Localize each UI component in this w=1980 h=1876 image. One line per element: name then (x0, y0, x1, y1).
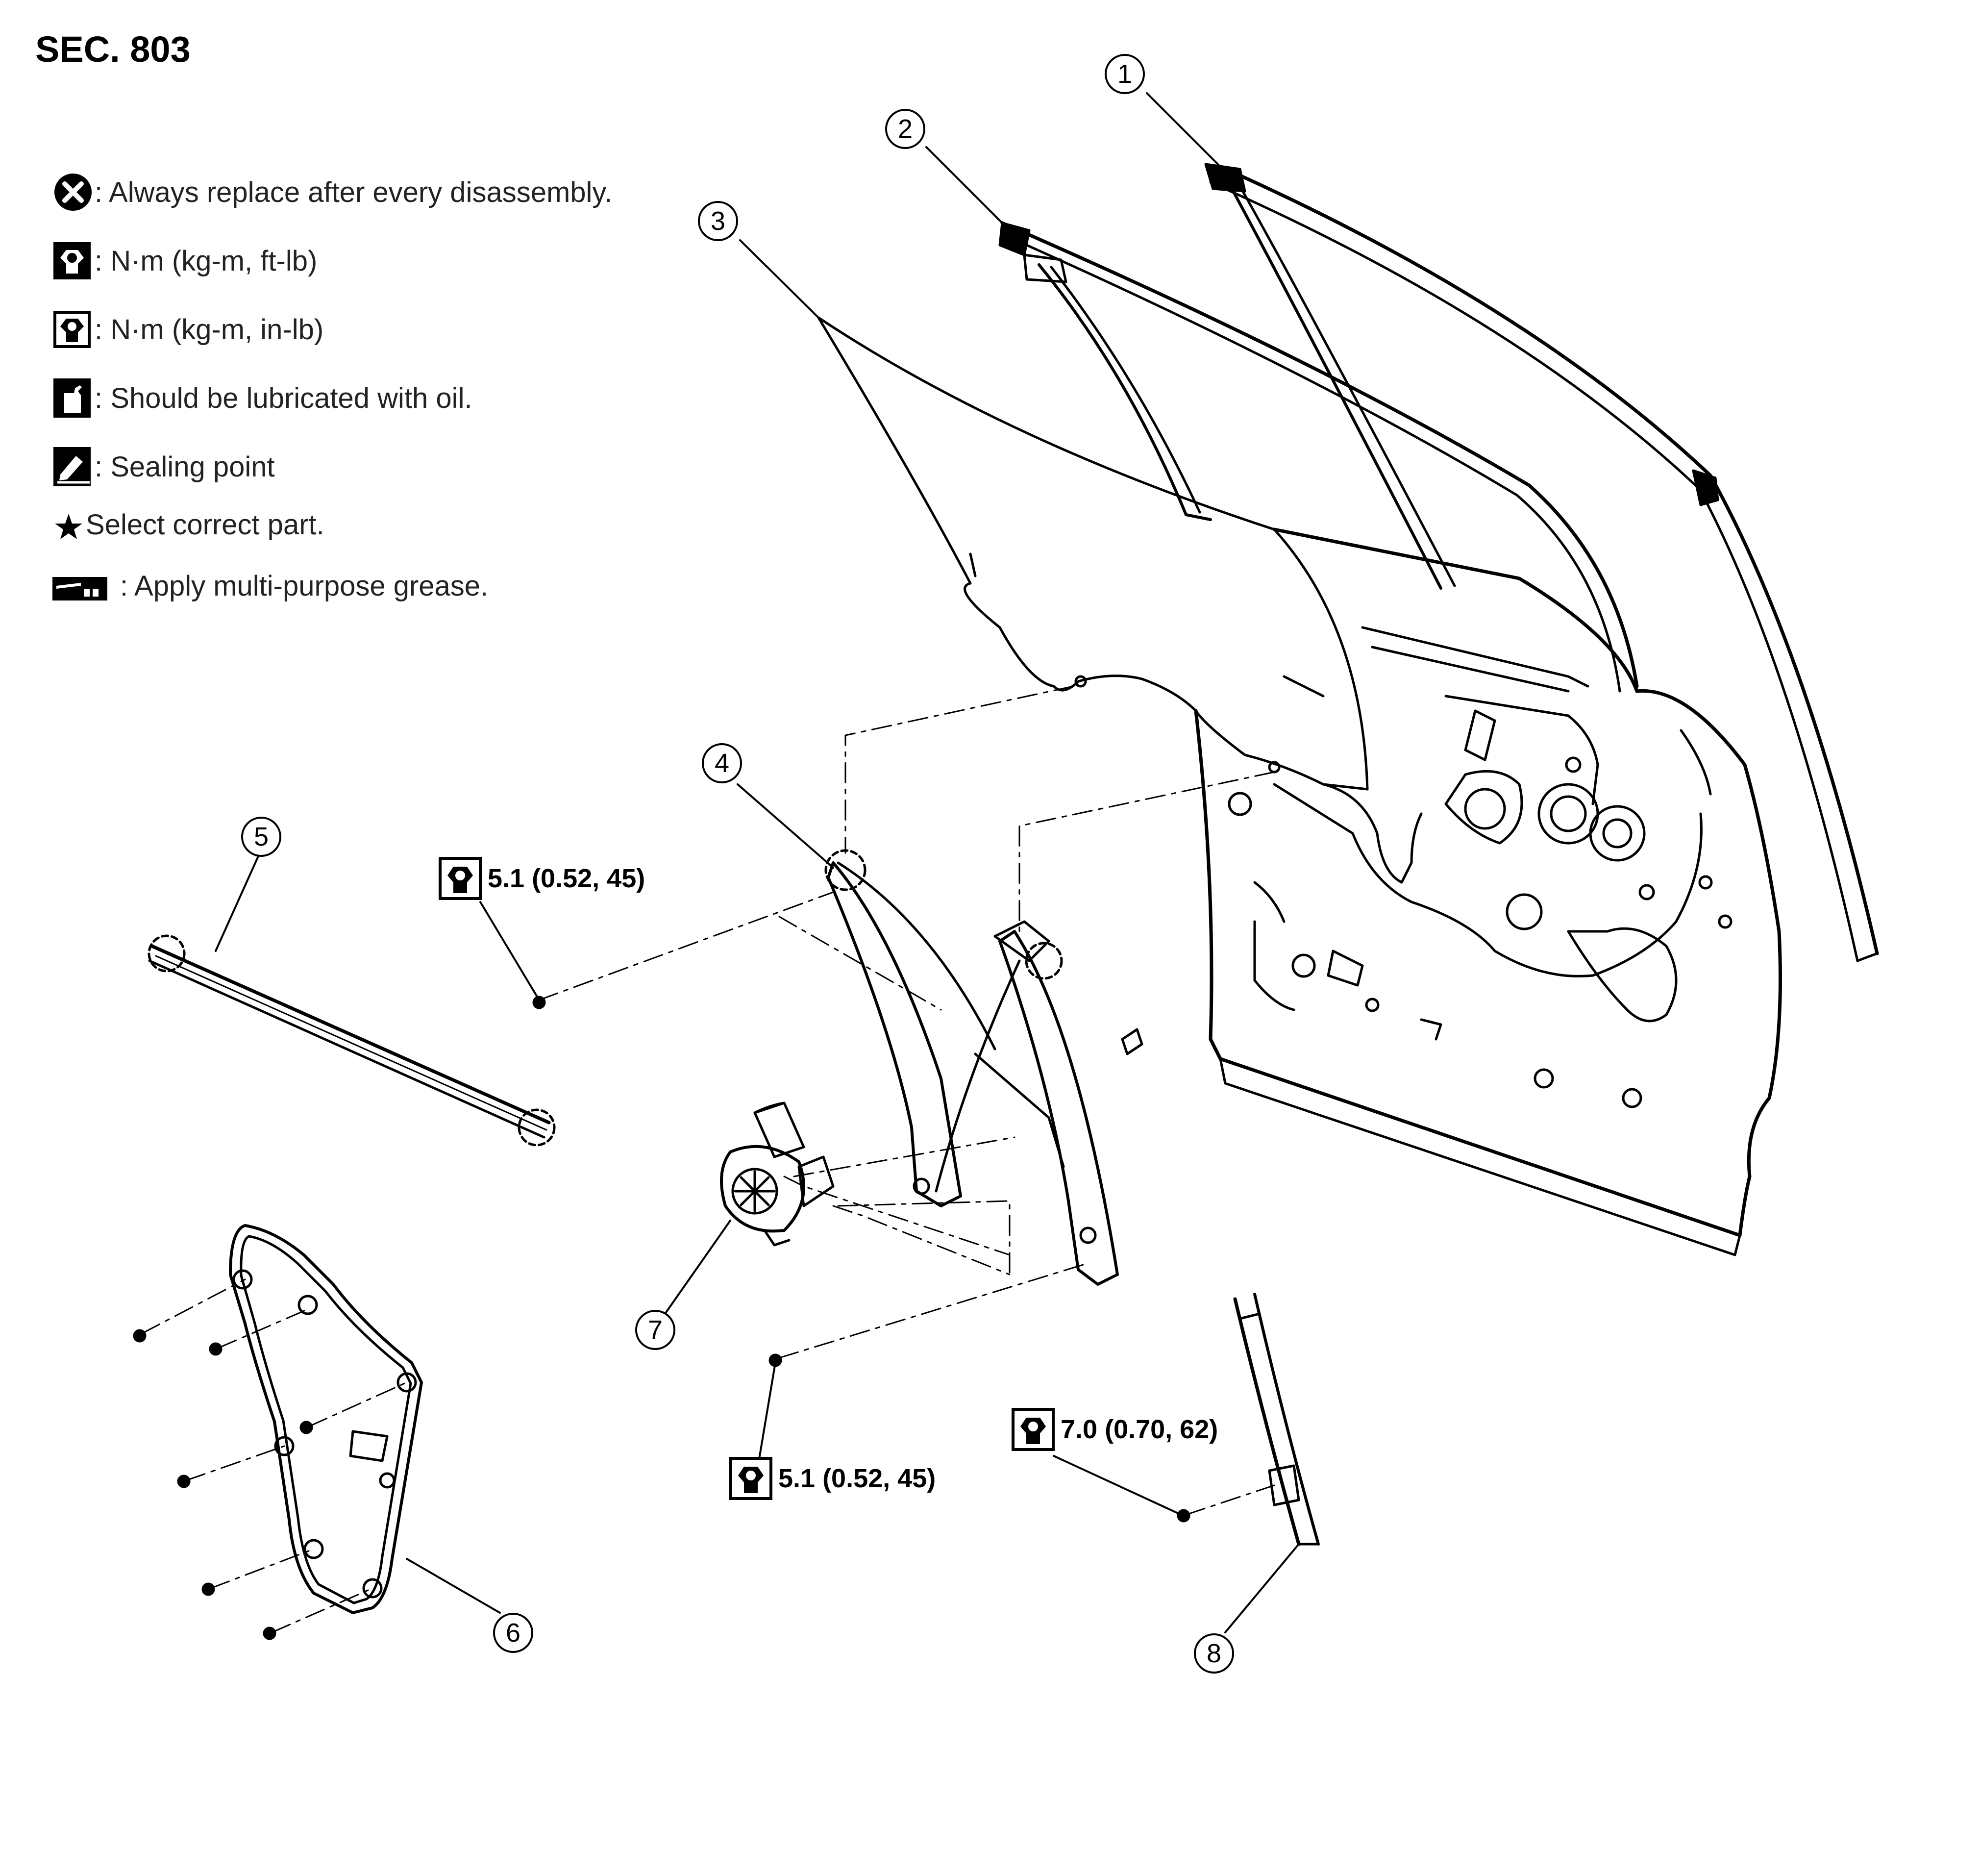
torque-value: 5.1 (0.52, 45) (488, 864, 645, 893)
torque-spec-regulator-lower: 5.1 (0.52, 45) (729, 1457, 936, 1500)
legend-text: : N·m (kg-m, ft-lb) (95, 245, 318, 277)
star-icon (51, 505, 86, 544)
legend-row-replace: : Always replace after every disassembly… (51, 173, 612, 212)
part-6-hole-cover (229, 1224, 423, 1614)
part-7-motor (720, 1101, 835, 1247)
legend-row-torque-ft-lb: : N·m (kg-m, ft-lb) (51, 241, 317, 280)
legend-text: : N·m (kg-m, in-lb) (95, 313, 324, 346)
torque-in-lb-icon (439, 857, 482, 900)
replace-icon (51, 173, 95, 212)
part-3-door-glass (817, 316, 1369, 791)
callout-7: 7 (635, 1310, 675, 1350)
torque-in-lb-icon (51, 310, 95, 349)
callout-5: 5 (241, 817, 281, 857)
torque-in-lb-icon (1012, 1408, 1055, 1451)
torque-spec-rear-sash: 7.0 (0.70, 62) (1012, 1408, 1218, 1451)
torque-value: 5.1 (0.52, 45) (778, 1464, 936, 1493)
legend-text: : Should be lubricated with oil. (95, 382, 472, 414)
door-inner-panel (1194, 527, 1782, 1256)
part-2-door-sash (998, 221, 1639, 693)
callout-8: 8 (1194, 1633, 1234, 1674)
assembly-leader-lines (141, 685, 1275, 1633)
screws (133, 996, 1190, 1640)
part-5-belt-molding (148, 934, 556, 1147)
legend-text: : Sealing point (95, 450, 275, 483)
legend-row-oil: : Should be lubricated with oil. (51, 378, 472, 418)
oil-can-icon (51, 378, 95, 418)
part-1-glass-run (1204, 163, 1879, 962)
torque-in-lb-icon (729, 1457, 772, 1500)
callout-leaders (215, 92, 1300, 1633)
legend-text: : Apply multi-purpose grease. (120, 570, 489, 602)
legend-text: Select correct part. (86, 508, 324, 541)
part-4-regulator (824, 849, 1143, 1286)
callout-3: 3 (698, 201, 738, 241)
part-8-rear-sash (1233, 1293, 1320, 1546)
torque-ft-lb-icon (51, 241, 95, 280)
callout-1: 1 (1105, 54, 1145, 94)
legend-text: : Always replace after every disassembly… (95, 176, 613, 208)
legend-row-grease: : Apply multi-purpose grease. (51, 566, 488, 605)
callout-6: 6 (493, 1613, 533, 1653)
legend-row-star: Select correct part. (51, 505, 324, 544)
section-number: SEC. 803 (35, 29, 191, 70)
callout-2: 2 (885, 109, 925, 149)
legend-row-torque-in-lb: : N·m (kg-m, in-lb) (51, 310, 323, 349)
sealing-point-icon (51, 447, 95, 486)
callout-4: 4 (702, 743, 742, 783)
grease-icon (51, 566, 120, 605)
torque-spec-regulator-upper: 5.1 (0.52, 45) (439, 857, 645, 900)
torque-value: 7.0 (0.70, 62) (1061, 1415, 1218, 1444)
legend-row-sealing: : Sealing point (51, 447, 275, 486)
